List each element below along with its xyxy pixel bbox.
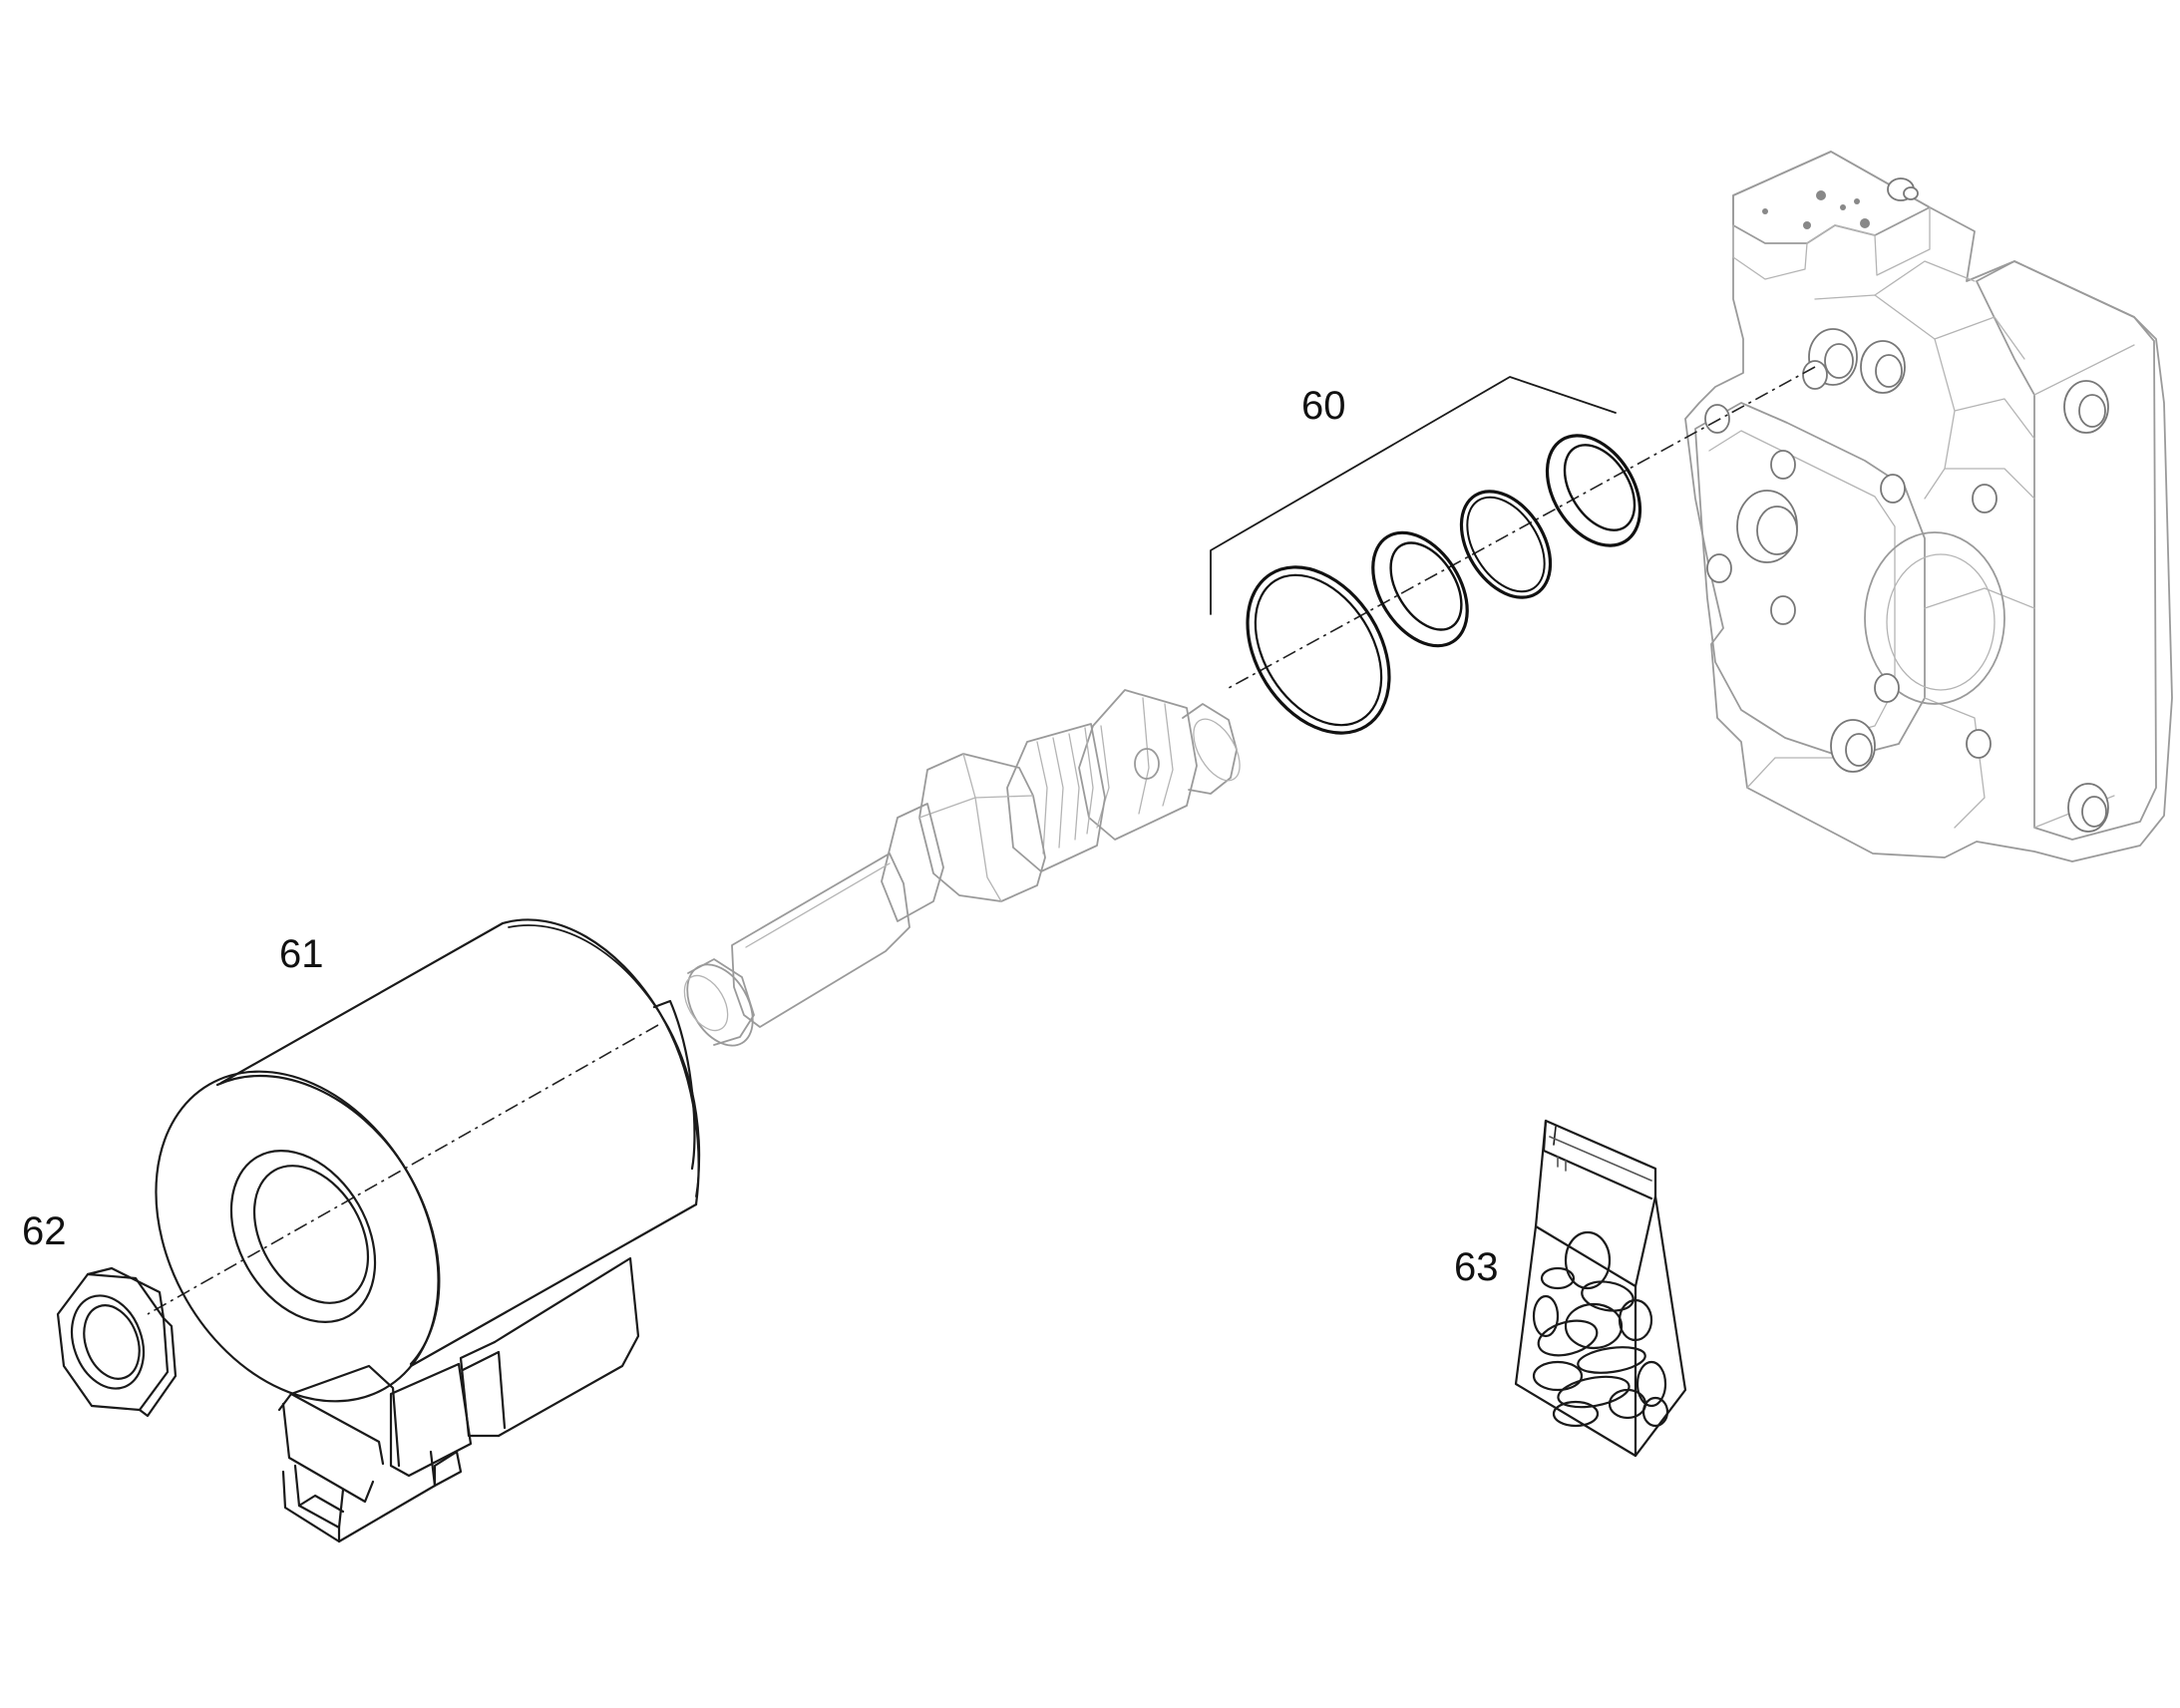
bag-o-rings — [1532, 1230, 1669, 1428]
seal-kit-rings — [1246, 434, 1642, 735]
callout-61: 61 — [279, 932, 324, 976]
solenoid-coil — [155, 918, 701, 1543]
cartridge-valve — [683, 689, 1241, 1047]
valve-block-housing — [1684, 151, 2173, 862]
callout-62: 62 — [22, 1209, 67, 1253]
seal-kit-bag — [1514, 1119, 1687, 1458]
assembly-axis-lower — [147, 1024, 659, 1315]
backup-ring-front — [1371, 530, 1469, 648]
backup-ring-rear — [1545, 434, 1642, 547]
assembly-axis-upper — [1228, 366, 1816, 689]
lock-nut — [56, 1266, 178, 1418]
callout-63: 63 — [1454, 1245, 1499, 1289]
o-ring-large — [1246, 565, 1391, 735]
callout-60: 60 — [1301, 384, 1346, 428]
o-ring-small — [1459, 490, 1553, 599]
valve-block-ports — [1704, 177, 2109, 833]
callout-60-leader — [1210, 376, 1617, 615]
coil-connector — [277, 1256, 640, 1543]
